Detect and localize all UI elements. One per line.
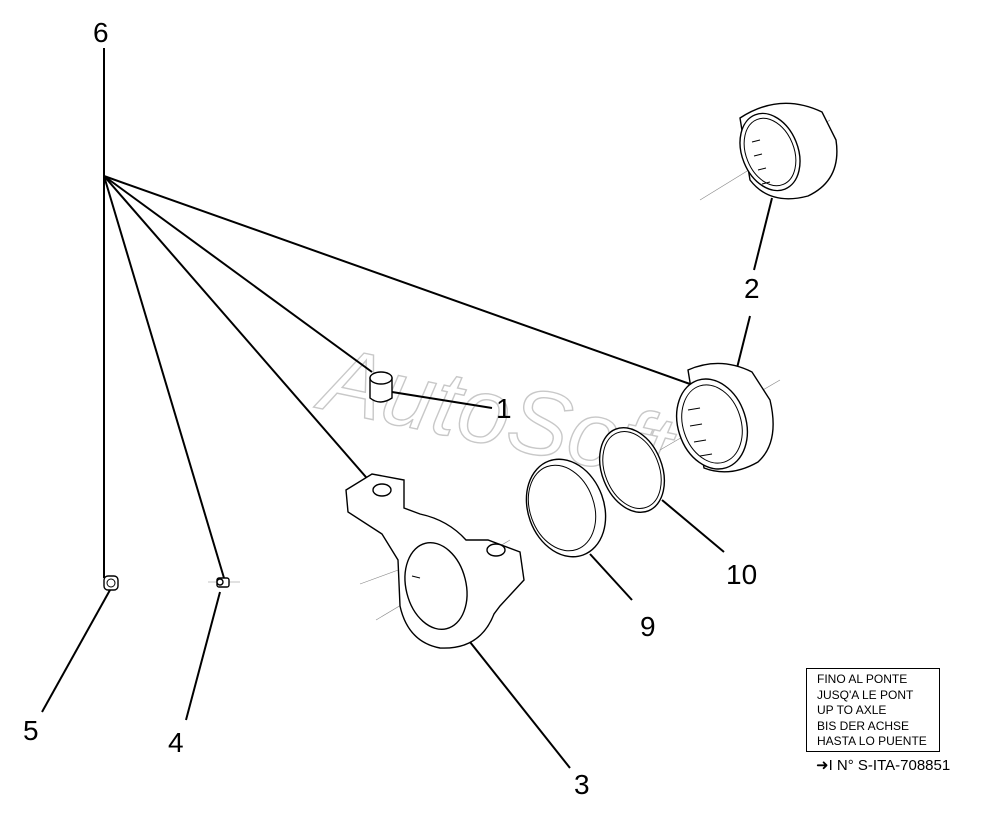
- arrow-icon: ➜I: [816, 757, 833, 774]
- leader-1: [391, 391, 493, 409]
- leader-4: [185, 591, 221, 721]
- callout-10: 10: [726, 559, 757, 590]
- note-line: BIS DER ACHSE: [817, 718, 910, 733]
- part-1-pin: [369, 371, 393, 403]
- part-2-bushing: [699, 102, 838, 201]
- leader-2b: [735, 315, 751, 373]
- leader-5: [41, 589, 111, 713]
- leader-10: [661, 499, 725, 553]
- note-line: UP TO AXLE: [817, 703, 887, 717]
- part-4-fitting: [208, 577, 240, 588]
- callout-9: 9: [640, 611, 656, 642]
- leader-lines-6: [103, 48, 691, 579]
- part-10-o-ring: [598, 426, 666, 514]
- reference-number: N° S-ITA-708851: [836, 757, 951, 774]
- part-9-seal: [525, 458, 607, 558]
- note-line: FINO AL PONTE: [817, 672, 908, 686]
- callout-4: 4: [168, 727, 184, 758]
- note-line: HASTA LO PUENTE: [817, 734, 927, 748]
- callout-3: 3: [574, 769, 590, 800]
- applicability-note-box: FINO AL PONTE JUSQ'A LE PONT UP TO AXLE …: [806, 668, 940, 752]
- leader-2a: [753, 197, 773, 271]
- part-5-plug: [103, 575, 119, 591]
- callout-1: 1: [496, 393, 512, 424]
- callout-6: 6: [93, 17, 109, 48]
- note-line: JUSQ'A LE PONT: [817, 687, 914, 702]
- part-3-bracket: [345, 473, 525, 649]
- reference-line: ➜I N° S-ITA-708851: [816, 756, 950, 774]
- part-2-bushing-installed: [659, 362, 781, 473]
- leader-3: [469, 641, 571, 769]
- callout-5: 5: [23, 715, 39, 746]
- leader-9: [589, 553, 633, 601]
- callout-2: 2: [744, 273, 760, 304]
